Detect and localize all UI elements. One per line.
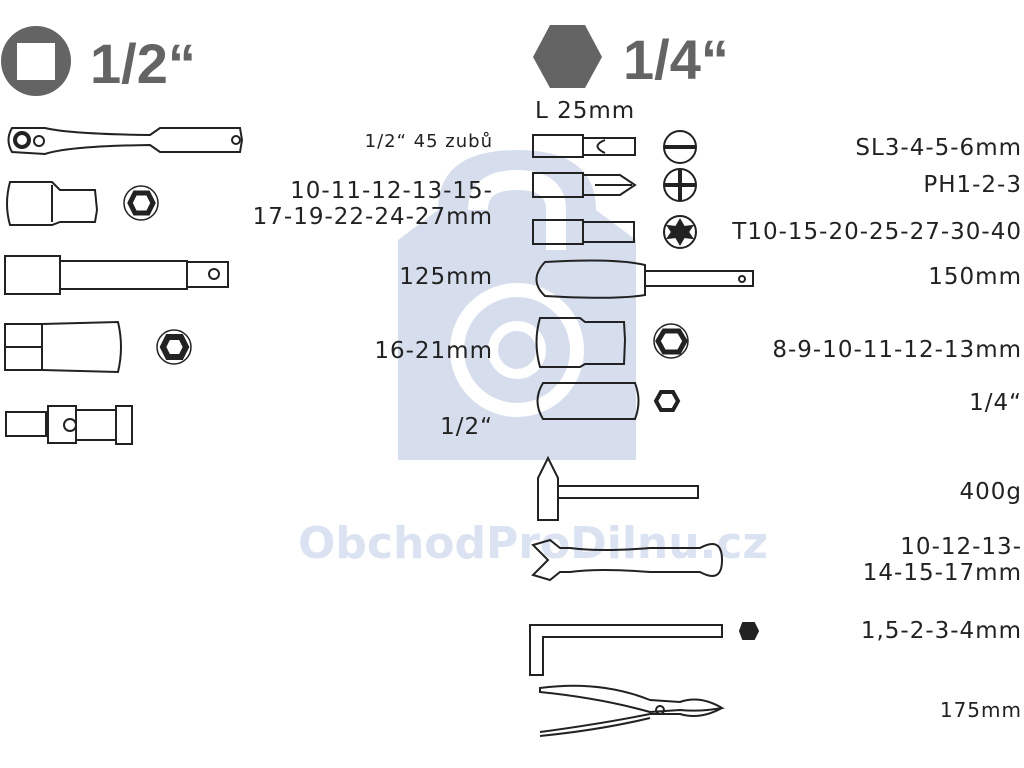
hammer-label: 400g: [959, 479, 1022, 505]
universal-joint-icon: [5, 405, 133, 445]
socket-icon: [535, 317, 689, 368]
screwdriver-handle-icon: [535, 259, 754, 299]
socket-icon: [6, 181, 159, 226]
hex-key-label: 1,5-2-3-4mm: [860, 618, 1022, 644]
combination-wrench-icon: [531, 538, 724, 582]
slotted-bit-label: SL3-4-5-6mm: [855, 135, 1022, 161]
wrench-sizes-line-2: 14-15-17mm: [862, 560, 1022, 586]
pliers-icon: [539, 684, 725, 737]
spark-plug-socket-icon: [4, 320, 192, 374]
slotted-bit-icon: [532, 130, 697, 164]
spark-plug-socket-label: 16-21mm: [374, 338, 493, 364]
hammer-icon: [537, 455, 699, 521]
phillips-bit-icon: [532, 168, 697, 202]
pliers-label: 175mm: [939, 698, 1022, 722]
bit-adapter-icon: [536, 382, 681, 420]
socket-sizes-line-2: 17-19-22-24-27mm: [252, 204, 493, 230]
watermark-text: ObchodProDilnu.cz: [298, 518, 768, 569]
universal-joint-label: 1/2“: [440, 414, 493, 440]
torx-bit-icon: [532, 215, 697, 249]
right-section-title: 1/4“: [623, 28, 729, 91]
ratchet-label: 1/2“ 45 zubů: [364, 131, 493, 152]
extension-label: 125mm: [399, 264, 493, 290]
square-drive-icon: [1, 26, 71, 96]
socket-quarter-label: 8-9-10-11-12-13mm: [772, 337, 1022, 363]
bit-adapter-label: 1/4“: [969, 390, 1022, 416]
hex-key-icon: [529, 622, 760, 676]
hex-drive-icon: [533, 25, 602, 88]
phillips-bit-label: PH1-2-3: [923, 172, 1022, 198]
bit-length-label: L 25mm: [535, 98, 636, 124]
socket-sizes-line-1: 10-11-12-13-15-: [290, 178, 493, 204]
extension-bar-icon: [4, 255, 229, 295]
left-section-title: 1/2“: [90, 32, 196, 95]
wrench-sizes-line-1: 10-12-13-: [900, 534, 1022, 560]
screwdriver-label: 150mm: [928, 264, 1022, 290]
ratchet-icon: [7, 127, 244, 156]
torx-bit-label: T10-15-20-25-27-30-40: [732, 219, 1022, 245]
